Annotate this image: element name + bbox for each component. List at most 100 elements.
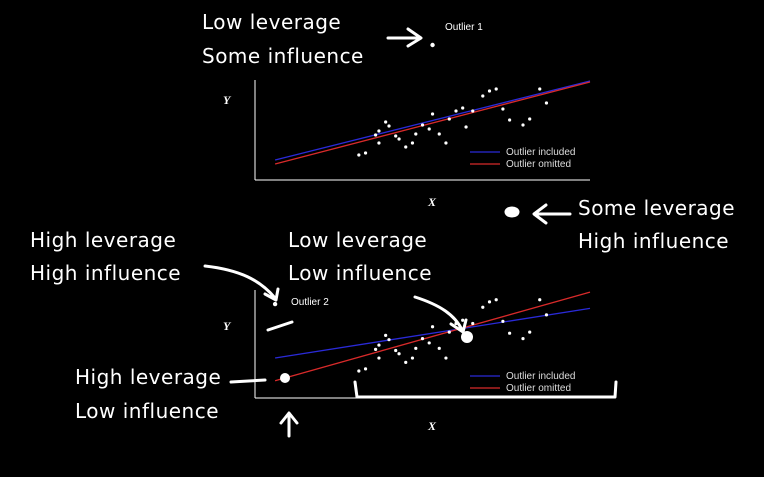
bottom-data-point: [471, 321, 475, 326]
bottom-data-point: [387, 338, 391, 342]
top-fit-line-omitted: [274, 81, 591, 165]
bottom-data-point: [481, 305, 485, 309]
outlier-2-label: Outlier 2: [291, 297, 329, 308]
top-data-point: [397, 137, 401, 141]
bottom-x-axis-label: X: [427, 419, 437, 433]
annotation-top-left-line1: Low leverage: [202, 10, 341, 34]
top-data-point: [387, 124, 391, 128]
bottom-fit-line-omitted: [274, 291, 591, 382]
bottom-data-point: [394, 348, 398, 353]
top-data-point: [538, 87, 542, 91]
annotation-bottom-left-line2: Low influence: [75, 399, 219, 423]
top-data-point: [481, 94, 485, 98]
top-data-point: [461, 106, 465, 110]
bottom-legend: Outlier included Outlier omitted: [470, 371, 575, 394]
arrow-to-outlier-1-icon: [386, 27, 423, 48]
bottom-data-point: [404, 360, 408, 364]
bottom-data-point: [494, 298, 498, 302]
bottom-data-point: [384, 333, 388, 337]
bottom-y-axis-label: Y: [223, 319, 232, 333]
top-data-point: [427, 127, 431, 131]
annotation-mid-line2: Low influence: [288, 261, 432, 285]
top-legend-included-label: Outlier included: [506, 147, 575, 158]
top-legend-omitted-label: Outlier omitted: [506, 159, 571, 170]
bottom-data-point: [437, 346, 441, 350]
central-highlight-point: [461, 331, 473, 343]
bottom-data-point: [430, 325, 435, 329]
top-data-point: [377, 129, 381, 133]
top-data-point: [363, 151, 368, 155]
some-leverage-point-icon: [504, 206, 520, 218]
bottom-data-point: [397, 352, 401, 356]
top-data-point: [357, 153, 361, 157]
bottom-data-point: [420, 337, 425, 341]
bottom-data-point: [528, 330, 532, 334]
bottom-legend-omitted-label: Outlier omitted: [506, 383, 571, 394]
top-data-point: [528, 117, 532, 121]
annotation-bottom-left-line1: High leverage: [75, 365, 221, 389]
bottom-data-point: [487, 300, 492, 304]
outlier-1-label: Outlier 1: [445, 22, 483, 33]
bottom-data-point: [521, 337, 525, 341]
top-data-point: [444, 141, 448, 145]
annotation-left-line2: High influence: [30, 261, 181, 285]
top-data-point: [374, 133, 378, 137]
top-outlier-point: [430, 42, 435, 48]
top-x-axis-label: X: [427, 195, 437, 209]
annotation-top-left-line2: Some influence: [202, 44, 364, 68]
annotation-right-line2: High influence: [578, 229, 729, 253]
bottom-data-point: [427, 341, 431, 345]
top-data-point: [384, 120, 388, 124]
top-data-point: [430, 112, 435, 116]
bottom-data-point: [501, 319, 505, 323]
bottom-data-point: [410, 356, 415, 360]
top-fit-line-included: [274, 80, 591, 161]
bottom-data-point: [414, 346, 418, 350]
top-data-point: [454, 109, 458, 113]
bottom-fit-line-included: [274, 307, 591, 359]
bottom-data-point: [444, 356, 448, 360]
bottom-data-point: [377, 356, 381, 360]
top-data-point: [420, 123, 425, 127]
arrow-to-outlier-2-icon: [203, 264, 280, 302]
annotation-mid-line1: Low leverage: [288, 228, 427, 252]
bottom-outlier-point: [272, 301, 278, 307]
top-y-axis-label: Y: [223, 93, 232, 107]
top-scatter-plot: Y X Outlier 1 Outlier included Outlier o…: [223, 22, 591, 209]
bottom-data-point: [508, 331, 512, 335]
bottom-data-point: [544, 313, 549, 317]
top-data-point: [410, 141, 415, 145]
bottom-data-point: [377, 343, 381, 347]
bottom-data-point: [357, 369, 361, 373]
top-data-point: [521, 123, 525, 127]
top-data-point: [494, 87, 498, 91]
up-arrow-icon: [279, 411, 299, 438]
top-data-point: [394, 134, 398, 138]
top-data-point: [508, 118, 512, 122]
top-data-point: [377, 141, 381, 145]
arrow-to-central-point-icon: [413, 295, 468, 334]
bottom-data-point: [363, 367, 368, 371]
bottom-data-point: [374, 347, 378, 351]
top-data-point: [447, 117, 451, 121]
outlier-2-dash-icon: [266, 320, 294, 332]
top-data-point: [501, 107, 505, 111]
top-data-point: [414, 132, 418, 136]
top-data-point: [437, 132, 441, 136]
annotation-right-line1: Some leverage: [578, 196, 735, 220]
bottom-data-point: [461, 318, 465, 322]
top-data-point: [544, 101, 549, 105]
bracket-under-points-icon: [353, 380, 618, 399]
top-data-point: [404, 145, 408, 149]
annotation-left-line1: High leverage: [30, 228, 176, 252]
bottom-data-point: [447, 330, 451, 334]
top-data-point: [487, 89, 492, 93]
bottom-left-highlight-point: [280, 373, 290, 383]
top-legend: Outlier included Outlier omitted: [470, 147, 575, 170]
arrow-to-right-point-icon: [532, 203, 572, 225]
top-data-point: [471, 109, 475, 113]
bottom-scatter-plot: Y X Outlier 2 Outlier included Outlier o…: [223, 290, 591, 433]
top-data-point: [464, 125, 468, 129]
